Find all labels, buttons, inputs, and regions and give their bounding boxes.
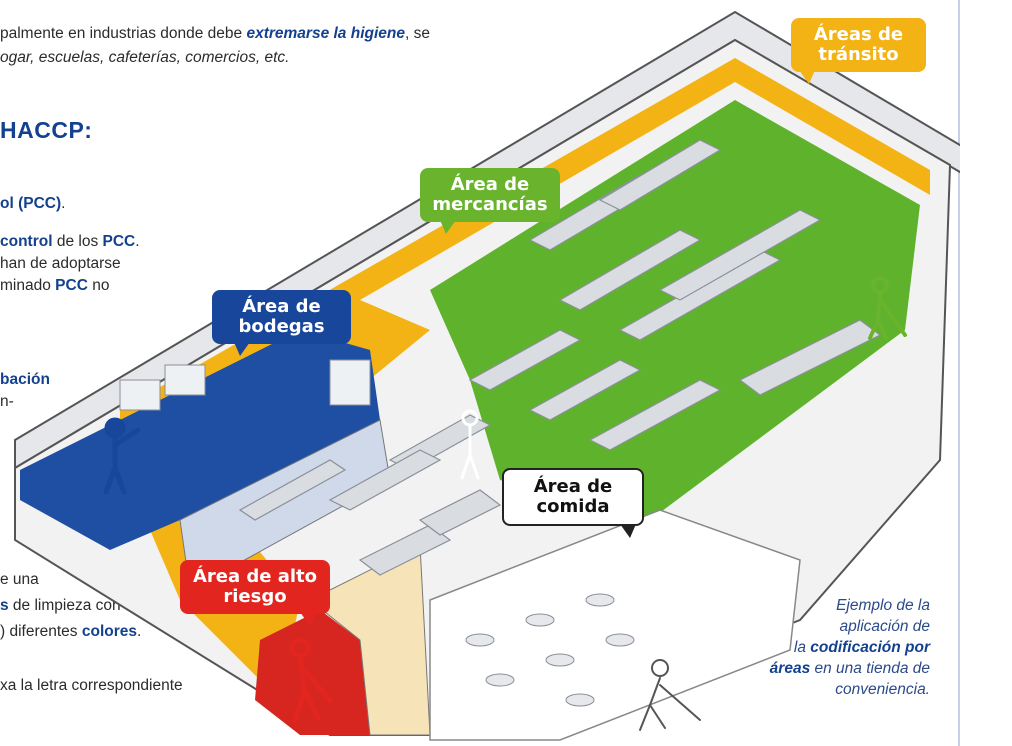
shelf [658,209,822,301]
limpieza-bold: s [0,597,9,614]
warehouse-floor [20,330,380,550]
text-letra: xa la letra correspondiente [0,677,183,694]
text-minado: minado PCC no [0,276,109,295]
caption-l3-bold: codificación por [810,639,930,656]
pcc-tail: . [61,195,66,212]
colores-post: . [137,623,142,640]
crate [329,359,371,406]
table [585,593,615,607]
worker-blue-figure [103,417,141,495]
tag-warehouse-area: Área de bodegas [212,290,351,356]
page-divider [958,0,960,746]
worker-white-figure [639,659,701,731]
colores-pre: ) diferentes [0,623,82,640]
service-counter [738,319,882,396]
control-tail: . [135,233,140,250]
worker-red-figure [289,637,333,723]
text-colores: ) diferentes colores. [0,622,141,641]
shelf [528,359,642,421]
crates-group [119,359,371,411]
caption-line-2: aplicación de [839,618,930,635]
text-limpieza: s de limpieza con [0,596,121,615]
minado-pre: minado [0,277,56,294]
caption-line-5: conveniencia. [835,681,930,698]
food-floor [429,509,801,741]
tag-transit-area: Áreas de tránsito [791,18,926,84]
colores-bold: colores [81,623,137,640]
text-bacion: bación [0,371,50,388]
intro-line-2: ogar, escuelas, cafeterías, comercios, e… [0,49,290,66]
minado-post: no [87,277,110,294]
high-risk-floor [255,610,370,735]
minado-pcc: PCC [55,277,88,294]
shelf [598,139,722,211]
text-una: e una [0,571,39,588]
worker-yellow-figure [460,409,480,480]
caption-line-3: la codificación por [720,637,930,658]
control-pcc: PCC [102,233,136,250]
text-adopt: han de adoptarse [0,255,121,272]
limpieza-post: de limpieza con [8,597,121,614]
shelf [468,329,582,391]
table [605,633,635,647]
tag-merchandise-area: Área de mercancías [420,168,560,234]
checkout-counter [418,489,502,536]
table [485,673,515,687]
shelves-group [238,139,882,576]
table [525,613,555,627]
pcc-bold: ol (PCC) [0,195,62,212]
shelf [238,459,347,521]
checkout-counter [358,524,452,576]
tag-food-area: Área de comida [502,468,644,538]
intro-line-1: palmente en industrias donde debe extrem… [0,24,430,43]
table [545,653,575,667]
caption-line-4: áreas en una tienda de [720,658,930,679]
crate [119,379,161,411]
table [465,633,495,647]
caption-l3-pre: la [793,639,811,656]
caption-line-1: Ejemplo de la [836,597,930,614]
intro-text-tail: , se [405,25,430,42]
text-n-dash: n- [0,393,14,410]
crate [164,364,206,396]
text-control: control de los PCC. [0,232,140,251]
intro-emphasis: extremarse la higiene [246,25,405,42]
section-heading: HACCP: [0,117,93,143]
tag-high-risk-area: Área de alto riesgo [180,560,330,626]
intro-text: palmente en industrias donde debe [0,25,247,42]
figure-caption: Ejemplo de la aplicación de la codificac… [720,595,930,700]
control-mid: de los [52,233,103,250]
shelf [328,449,442,511]
worker-green-figure [868,276,907,340]
control-bold: control [0,233,53,250]
shelf [588,379,722,451]
shelf [558,229,702,311]
text-pcc: ol (PCC). [0,194,65,213]
caption-l4-bold: áreas [769,660,811,677]
table [565,693,595,707]
tables-group [465,593,635,707]
caption-l4-post: en una tienda de [810,660,930,677]
